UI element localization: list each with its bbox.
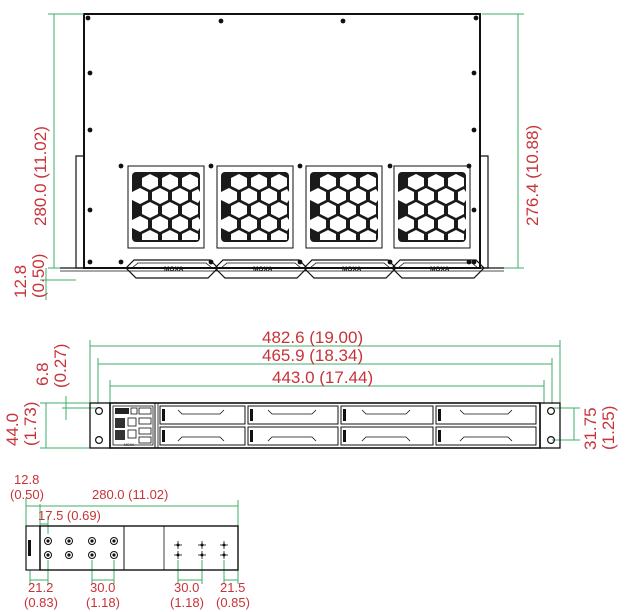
side-dim-c-mm: 30.0 <box>174 580 199 595</box>
fan-grille-3 <box>305 165 383 249</box>
drive-bay-5 <box>159 426 246 446</box>
side-dim-ear-mm: 12.8 <box>14 472 39 487</box>
front-dim-ear-height-in: (0.27) <box>51 344 70 388</box>
side-dim-a-mm: 21.2 <box>28 580 53 595</box>
top-view: MOXA MOXA MOXA MOXA <box>11 13 542 300</box>
fan-handles: MOXA MOXA MOXA MOXA <box>125 259 485 279</box>
front-view: MOXA <box>3 328 618 450</box>
side-dim-b-mm: 30.0 <box>90 580 115 595</box>
front-dim-hole-pitch-in: (1.25) <box>599 406 618 450</box>
side-view: 12.8 (0.50) 280.0 (11.02) 17.5 (0.69) 21… <box>10 472 250 610</box>
front-dim-width-body: 443.0 (17.44) <box>272 368 373 387</box>
side-dim-c-in: (1.18) <box>170 595 204 610</box>
side-chassis <box>39 525 239 571</box>
side-dim-d-mm: 21.5 <box>220 580 245 595</box>
fan-handle-brand-2: MOXA <box>253 266 273 273</box>
front-left-ear <box>89 402 111 449</box>
drive-bay-3 <box>340 405 434 425</box>
top-dim-depth-body: 276.4 (10.88) <box>523 125 542 226</box>
drive-bay-1 <box>159 405 246 425</box>
drive-bay-7 <box>340 426 434 446</box>
front-port-panel: MOXA <box>112 405 154 447</box>
front-chassis <box>109 402 541 449</box>
fan-grilles <box>127 165 471 249</box>
front-brand: MOXA <box>124 443 135 447</box>
side-dim-a-in: (0.83) <box>24 595 58 610</box>
drive-bay-4 <box>435 405 537 425</box>
side-dim-b-in: (1.18) <box>86 595 120 610</box>
top-right-ear <box>480 155 489 269</box>
drive-bay-8 <box>435 426 537 446</box>
fan-handle-brand-1: MOXA <box>164 266 184 273</box>
fan-handle-brand-4: MOXA <box>430 266 450 273</box>
fan-handle-brand-3: MOXA <box>342 266 362 273</box>
side-dim-d-in: (0.85) <box>216 595 250 610</box>
fan-grille-4 <box>393 165 471 249</box>
side-mounting-holes <box>44 537 228 559</box>
side-dimension-lines <box>25 498 239 584</box>
drive-bay-2 <box>247 405 339 425</box>
top-dim-depth-total: 280.0 (11.02) <box>31 126 50 226</box>
top-dimension-lines <box>40 13 524 300</box>
front-dim-width-holes: 465.9 (18.34) <box>262 346 363 365</box>
top-dim-ear-offset-mm: 12.8 <box>11 265 30 298</box>
fan-grille-1 <box>127 165 205 249</box>
top-left-ear <box>75 155 84 269</box>
front-dim-hole-pitch-mm: 31.75 <box>581 407 600 450</box>
drive-bay-6 <box>247 426 339 446</box>
front-right-ear <box>539 402 561 449</box>
front-dim-width-total: 482.6 (19.00) <box>262 328 363 347</box>
front-dim-ear-height-mm: 6.8 <box>33 362 52 386</box>
side-dim-first-hole: 17.5 (0.69) <box>38 508 101 523</box>
front-extension-lines <box>40 340 580 449</box>
drive-bays <box>159 405 537 446</box>
top-dim-ear-offset-in: (0.50) <box>29 254 48 298</box>
side-dim-length: 280.0 (11.02) <box>92 487 168 502</box>
front-dim-height-mm: 44.0 <box>3 413 22 446</box>
side-dim-ear-in: (0.50) <box>10 487 44 502</box>
fan-grille-2 <box>216 165 294 249</box>
front-dim-height-in: (1.73) <box>21 402 40 446</box>
